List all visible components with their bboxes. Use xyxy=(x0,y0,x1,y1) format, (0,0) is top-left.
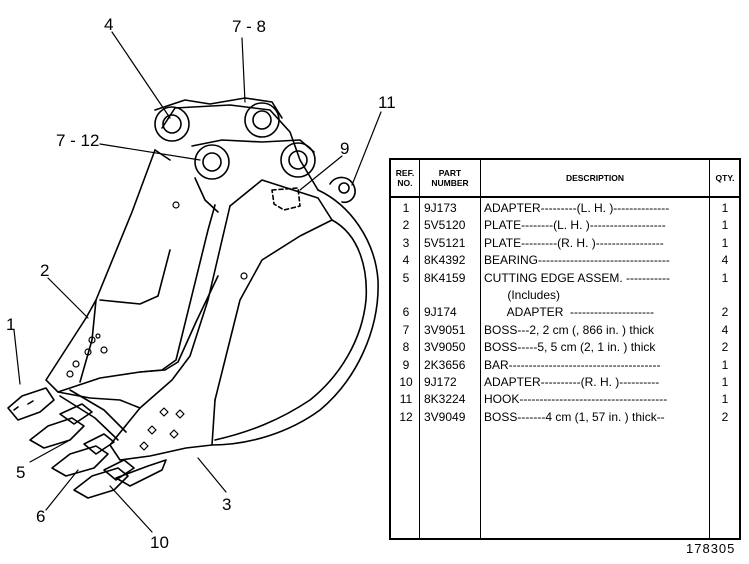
part-number-cell: 8K4159 xyxy=(424,270,466,285)
table-row: (Includes) xyxy=(391,287,739,304)
drawing-number: 178305 xyxy=(686,541,736,556)
part-number-cell: 5V5120 xyxy=(424,218,466,233)
hook-part xyxy=(329,176,356,204)
callout-2: 2 xyxy=(40,261,49,280)
header-description: DESCRIPTION xyxy=(565,173,625,183)
callout-1: 1 xyxy=(6,315,15,334)
ref-no-cell: 5 xyxy=(402,270,410,285)
ref-no-cell: 12 xyxy=(399,409,413,424)
description-cell: CUTTING EDGE ASSEM. ----------- xyxy=(484,270,670,285)
qty-cell: 1 xyxy=(721,201,729,215)
description-cell: BOSS-----5, 5 cm (2, 1 in. ) thick xyxy=(484,340,656,355)
table-row: 8 3V9050 BOSS-----5, 5 cm (2, 1 in. ) thic… xyxy=(391,339,739,356)
description-cell: ADAPTER----------(R. H. )---------- xyxy=(484,375,660,389)
callout-5: 5 xyxy=(16,463,25,482)
table-row: 11 8K3224 HOOK----------------------------… xyxy=(391,391,739,408)
part-number-cell: 9J173 xyxy=(424,201,457,215)
table-row: 1 9J173 ADAPTER---------(L. H. )----------… xyxy=(391,200,739,217)
bar-part xyxy=(271,187,301,211)
table-row: 3 5V5121 PLATE---------(R. H. )-----------… xyxy=(391,235,739,252)
description-cell: ADAPTER --------------------- xyxy=(484,305,654,320)
callout-9: 9 xyxy=(340,139,349,158)
callout-6: 6 xyxy=(36,507,45,526)
part-number-cell: 3V9050 xyxy=(424,340,466,355)
leader-lines xyxy=(13,31,382,533)
qty-cell: 1 xyxy=(721,235,729,250)
description-cell: ADAPTER---------(L. H. )-------------- xyxy=(484,201,670,215)
bucket-body xyxy=(45,104,379,461)
ref-no-cell: 6 xyxy=(402,305,410,320)
description-cell: (Includes) xyxy=(484,288,561,302)
table-row: 4 8K4392 BEARING--------------------------… xyxy=(391,252,739,269)
description-cell: BOSS-------4 cm (1, 57 in. ) thick-- xyxy=(484,409,665,424)
table-row: 9 2K3656 BAR------------------------------… xyxy=(391,357,739,374)
teeth-adapters xyxy=(7,387,167,499)
description-cell: BEARING--------------------------------- xyxy=(484,253,670,268)
callout-7-8: 7 - 8 xyxy=(232,17,266,36)
qty-cell: 4 xyxy=(721,253,729,268)
qty-cell: 1 xyxy=(721,270,729,285)
qty-cell: 2 xyxy=(721,409,729,424)
table-row: 10 9J172 ADAPTER----------(R. H. )--------… xyxy=(391,374,739,391)
ref-no-cell: 4 xyxy=(402,253,410,268)
ref-no-cell: 3 xyxy=(402,235,410,250)
header-ref-no: REF. NO. xyxy=(395,168,415,188)
ref-no-cell: 9 xyxy=(402,357,410,372)
callout-10: 10 xyxy=(150,533,169,552)
column-divider xyxy=(419,160,420,538)
header-qty: QTY. xyxy=(715,173,735,183)
table-row: 7 3V9051 BOSS---2, 2 cm (, 866 in. ) thick… xyxy=(391,322,739,339)
part-number-cell: 9J174 xyxy=(424,305,457,320)
part-number-cell: 8K3224 xyxy=(424,392,466,407)
description-cell: HOOK------------------------------------… xyxy=(484,392,668,407)
part-number-cell: 5V5121 xyxy=(424,235,466,250)
ref-no-cell: 7 xyxy=(402,322,410,337)
ref-no-cell: 11 xyxy=(399,392,413,407)
part-number-cell: 8K4392 xyxy=(424,253,466,268)
table-row: 6 9J174 ADAPTER --------------------- 2 xyxy=(391,304,739,321)
ref-no-cell: 8 xyxy=(402,340,410,355)
linkage-bosses xyxy=(154,97,316,213)
callout-7-12: 7 - 12 xyxy=(56,131,99,150)
column-divider xyxy=(709,160,710,538)
qty-cell: 1 xyxy=(721,357,729,372)
header-part-number: PART NUMBER xyxy=(431,168,469,188)
table-row: 5 8K4159 CUTTING EDGE ASSEM. ----------- 1 xyxy=(391,270,739,287)
ref-no-cell: 1 xyxy=(402,201,410,215)
column-divider xyxy=(480,160,481,538)
qty-cell: 2 xyxy=(721,305,729,320)
callout-3: 3 xyxy=(222,495,231,514)
qty-cell: 1 xyxy=(721,375,729,389)
description-cell: BAR-------------------------------------… xyxy=(484,357,661,372)
description-cell: BOSS---2, 2 cm (, 866 in. ) thick xyxy=(484,322,655,337)
qty-cell: 1 xyxy=(721,218,729,233)
ref-no-cell: 10 xyxy=(399,375,413,389)
qty-cell: 1 xyxy=(721,392,729,407)
table-header: REF. NO. PART NUMBER DESCRIPTION QTY. xyxy=(391,160,739,198)
table-row: 12 3V9049 BOSS-------4 cm (1, 57 in. ) thi… xyxy=(391,409,739,426)
part-number-cell: 2K3656 xyxy=(424,357,466,372)
description-cell: PLATE---------(R. H. )----------------- xyxy=(484,235,664,250)
callout-4: 4 xyxy=(104,15,113,34)
part-number-cell: 9J172 xyxy=(424,375,457,389)
callout-11: 11 xyxy=(378,93,396,112)
part-number-cell: 3V9049 xyxy=(424,409,466,424)
table-row: 2 5V5120 PLATE--------(L. H. )------------… xyxy=(391,217,739,234)
ref-no-cell: 2 xyxy=(402,218,410,233)
qty-cell: 2 xyxy=(721,340,729,355)
qty-cell: 4 xyxy=(721,322,729,337)
description-cell: PLATE--------(L. H. )------------------- xyxy=(484,218,666,233)
bolt-holes xyxy=(66,201,248,451)
part-number-cell: 3V9051 xyxy=(424,322,466,337)
